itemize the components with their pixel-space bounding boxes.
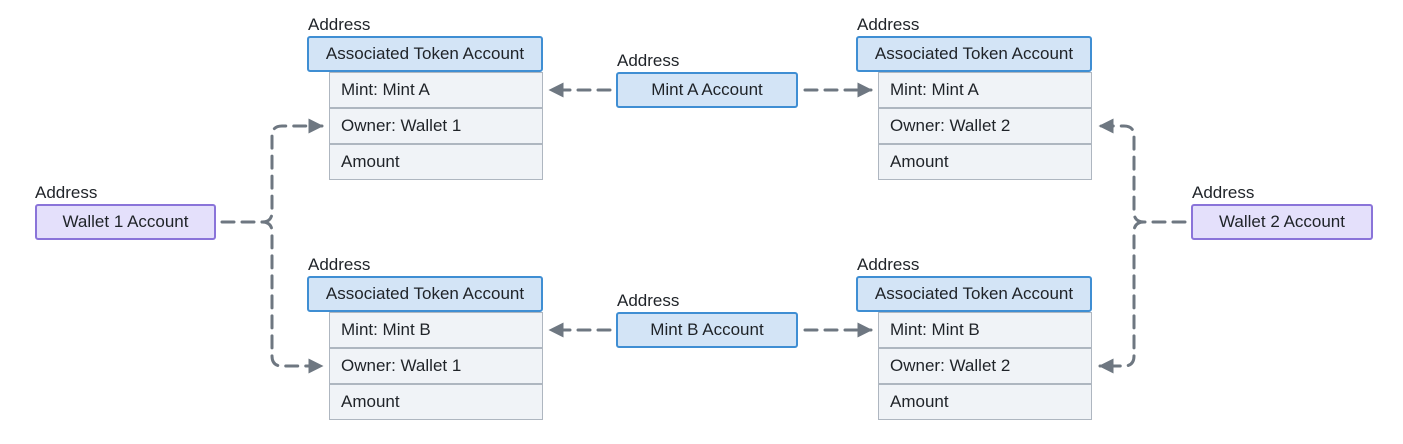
address-label: Address — [1192, 183, 1255, 202]
ata-header-label: Associated Token Account — [325, 44, 525, 63]
mint-b-account-label: Mint B Account — [650, 320, 764, 339]
connector-wallet-1-to-ata-a — [220, 118, 324, 224]
mint-field-label: Mint: Mint A — [341, 80, 430, 99]
amount-field: Amount — [329, 144, 543, 180]
mint-a-account-box[interactable]: Mint A Account — [616, 72, 798, 108]
owner-field: Owner: Wallet 2 — [878, 348, 1092, 384]
mint-b-account-box[interactable]: Mint B Account — [616, 312, 798, 348]
owner-field-label: Owner: Wallet 1 — [341, 356, 462, 375]
mint-field: Mint: Mint B — [329, 312, 543, 348]
owner-field: Owner: Wallet 2 — [878, 108, 1092, 144]
ata-header[interactable]: Associated Token Account — [856, 276, 1092, 312]
mint-field-label: Mint: Mint A — [890, 80, 979, 99]
owner-field-label: Owner: Wallet 1 — [341, 116, 462, 135]
amount-field: Amount — [878, 144, 1092, 180]
ata-header[interactable]: Associated Token Account — [856, 36, 1092, 72]
wallet-1-account-box[interactable]: Wallet 1 Account — [35, 204, 216, 240]
connector-wallet-2-to-ata-b — [1098, 220, 1146, 374]
mint-field-label: Mint: Mint B — [341, 320, 431, 339]
owner-field-label: Owner: Wallet 2 — [890, 116, 1011, 135]
amount-field-label: Amount — [341, 392, 400, 411]
ata-header[interactable]: Associated Token Account — [307, 276, 543, 312]
owner-field: Owner: Wallet 1 — [329, 348, 543, 384]
connector-wallet-2-to-ata-a — [1098, 118, 1187, 224]
ata-header[interactable]: Associated Token Account — [307, 36, 543, 72]
amount-field-label: Amount — [890, 392, 949, 411]
owner-field: Owner: Wallet 1 — [329, 108, 543, 144]
address-label: Address — [857, 255, 920, 274]
amount-field: Amount — [878, 384, 1092, 420]
ata-header-label: Associated Token Account — [874, 284, 1074, 303]
mint-field: Mint: Mint A — [878, 72, 1092, 108]
ata-header-label: Associated Token Account — [874, 44, 1074, 63]
wallet-2-account-label: Wallet 2 Account — [1219, 212, 1345, 231]
address-label: Address — [617, 51, 680, 70]
mint-field-label: Mint: Mint B — [890, 320, 980, 339]
address-label: Address — [308, 15, 371, 34]
amount-field: Amount — [329, 384, 543, 420]
ata-header-label: Associated Token Account — [325, 284, 525, 303]
mint-field: Mint: Mint B — [878, 312, 1092, 348]
mint-a-account-label: Mint A Account — [651, 80, 763, 99]
address-label: Address — [617, 291, 680, 310]
address-label: Address — [35, 183, 98, 202]
amount-field-label: Amount — [890, 152, 949, 171]
address-label: Address — [308, 255, 371, 274]
wallet-1-account-label: Wallet 1 Account — [62, 212, 189, 231]
owner-field-label: Owner: Wallet 2 — [890, 356, 1011, 375]
mint-field: Mint: Mint A — [329, 72, 543, 108]
address-label: Address — [857, 15, 920, 34]
wallet-2-account-box[interactable]: Wallet 2 Account — [1191, 204, 1373, 240]
amount-field-label: Amount — [341, 152, 400, 171]
